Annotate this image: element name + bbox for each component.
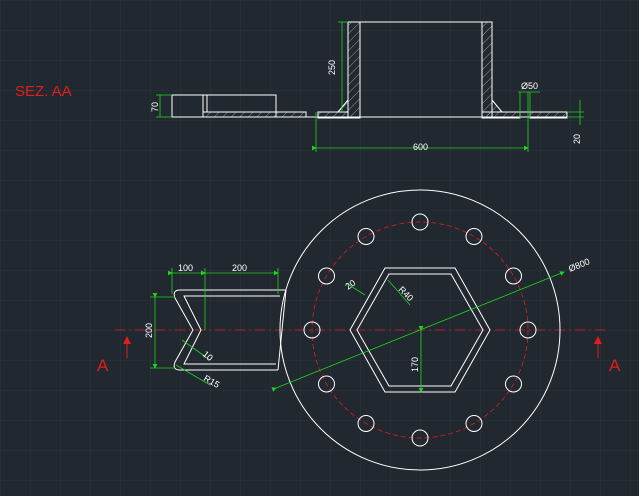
dim-100-text: 100	[178, 263, 193, 273]
arm-outer	[173, 289, 286, 371]
arm-inner	[183, 295, 280, 365]
bolt-hole	[411, 429, 429, 447]
dim-200h-text: 200	[232, 263, 247, 273]
bolt-hole	[465, 415, 483, 432]
section-marker-left: A	[97, 356, 109, 375]
dim-50-text: Ø50	[521, 81, 538, 91]
section-arrowhead-left	[123, 336, 131, 344]
dim-10-leader	[181, 339, 211, 361]
dim-170-text: 170	[410, 357, 420, 372]
bolt-hole	[357, 228, 375, 245]
left-wall	[347, 21, 361, 119]
section-title: SEZ. AA	[15, 83, 72, 100]
section-marker-right: A	[609, 356, 621, 375]
bolt-hole	[411, 213, 429, 231]
bolt-hole	[465, 228, 483, 245]
dim-r15-leader	[175, 364, 211, 386]
dim-20-text: 20	[572, 134, 582, 144]
dim-20-hex-text: 20	[343, 278, 357, 292]
dim-10-text: 10	[201, 349, 215, 363]
right-wall	[481, 21, 493, 119]
dim-800-line	[271, 271, 565, 392]
dim-70-text: 70	[150, 102, 160, 112]
section-arrowhead-right	[594, 336, 602, 344]
left-wall-fillet	[336, 98, 349, 113]
dim-600-text: 600	[413, 142, 428, 152]
section-dimensions	[156, 21, 584, 152]
bolt-hole	[357, 415, 375, 432]
dim-200v-text: 200	[144, 323, 154, 338]
base-plate-left	[202, 111, 307, 118]
right-wall-fillet	[491, 98, 504, 113]
dim-250-text: 250	[327, 60, 337, 75]
plan-dimensions	[150, 268, 565, 393]
